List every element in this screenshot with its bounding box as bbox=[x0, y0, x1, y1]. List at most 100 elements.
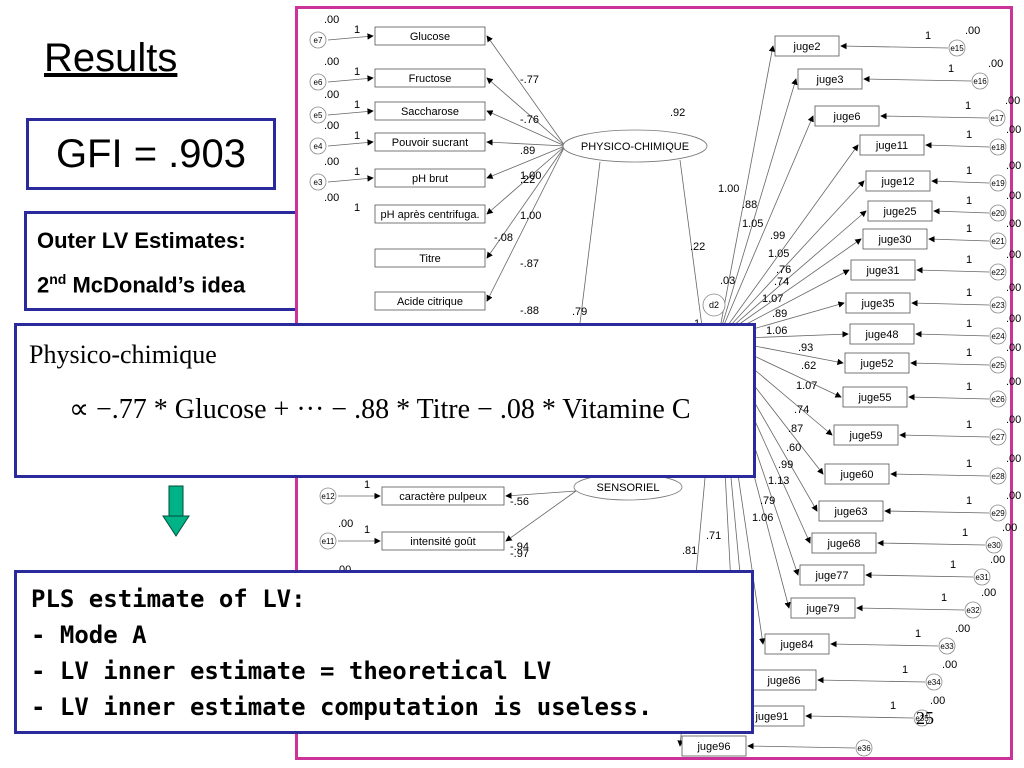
pls-line2: - Mode A bbox=[31, 621, 147, 649]
observed-variable-box bbox=[814, 105, 880, 127]
error-variance-label: .00 bbox=[1006, 218, 1021, 230]
error-weight-label: 1 bbox=[966, 495, 972, 507]
observed-variable-box bbox=[774, 35, 840, 57]
error-circle bbox=[309, 31, 327, 49]
observed-variable-box bbox=[865, 170, 931, 192]
observed-variable-label: juge60 bbox=[839, 469, 873, 481]
error-circle bbox=[989, 296, 1007, 314]
observed-variable-box bbox=[374, 101, 486, 121]
error-variance-label: .00 bbox=[1006, 124, 1021, 136]
error-variance-label: .00 bbox=[981, 587, 996, 599]
observed-variable-box bbox=[764, 633, 830, 655]
loading-line bbox=[717, 210, 867, 340]
down-arrow-icon bbox=[162, 485, 190, 537]
observed-variable-box bbox=[849, 323, 915, 345]
error-label: e27 bbox=[991, 433, 1005, 442]
error-line bbox=[908, 393, 990, 401]
error-line bbox=[880, 112, 989, 120]
loading-line bbox=[486, 35, 566, 147]
error-label: e17 bbox=[990, 114, 1004, 123]
error-label: e30 bbox=[987, 541, 1001, 550]
observed-variable-box bbox=[374, 68, 486, 88]
error-circle bbox=[989, 204, 1007, 222]
error-line bbox=[840, 42, 949, 50]
loading-coef-label: -.87 bbox=[520, 258, 539, 270]
error-label: e4 bbox=[314, 142, 323, 151]
error-label: e29 bbox=[991, 509, 1005, 518]
error-label: e16 bbox=[973, 77, 987, 86]
formula-heading: Physico-chimique bbox=[29, 340, 217, 369]
loading-coef-label: -.77 bbox=[520, 74, 539, 86]
error-weight-label: 1 bbox=[966, 195, 972, 207]
error-circle bbox=[938, 637, 956, 655]
observed-variable-label: juge55 bbox=[857, 392, 891, 404]
loading-line bbox=[717, 238, 862, 340]
loading-coef-label: .22 bbox=[520, 174, 535, 186]
error-weight-label: 1 bbox=[915, 628, 921, 640]
error-weight-label: 1 bbox=[966, 458, 972, 470]
observed-variable-label: juge84 bbox=[779, 639, 813, 651]
loading-coef-label: .89 bbox=[772, 308, 787, 320]
error-label: e22 bbox=[991, 268, 1005, 277]
error-weight-label: 1 bbox=[966, 318, 972, 330]
loading-coef-label: .74 bbox=[794, 404, 809, 416]
error-line bbox=[890, 470, 990, 478]
observed-variable-box bbox=[842, 386, 908, 408]
error-circle bbox=[309, 73, 327, 91]
loading-line bbox=[717, 115, 814, 340]
error-circle bbox=[989, 428, 1007, 446]
loading-line bbox=[717, 45, 776, 340]
loading-coef-label: .79 bbox=[760, 495, 775, 507]
observed-variable-box bbox=[374, 168, 486, 188]
observed-variable-box bbox=[844, 352, 910, 374]
loading-coef-label: -.88 bbox=[520, 305, 539, 317]
error-line bbox=[884, 507, 990, 515]
sem-diagram-svg: Glucosee7.001-.77Fructosee6.001-.76Sacch… bbox=[309, 14, 1021, 757]
loading-line bbox=[505, 490, 577, 499]
error-weight-label: 1 bbox=[966, 254, 972, 266]
path-coef-label: .22 bbox=[690, 241, 705, 253]
error-line bbox=[925, 141, 990, 149]
observed-variable-box bbox=[859, 134, 925, 156]
error-weight-label: 1 bbox=[966, 419, 972, 431]
error-line bbox=[327, 139, 374, 147]
error-line bbox=[327, 33, 374, 41]
error-circle bbox=[989, 263, 1007, 281]
formula-box: Physico-chimique ∝ −.77 * Glucose + ··· … bbox=[14, 323, 756, 478]
error-variance-label: .00 bbox=[942, 659, 957, 671]
error-circle bbox=[309, 173, 327, 191]
observed-variable-label: Glucose bbox=[410, 31, 450, 43]
loading-coef-label: 1.00 bbox=[718, 183, 739, 195]
error-weight-label: 1 bbox=[354, 24, 360, 36]
error-line bbox=[327, 175, 374, 183]
loading-coef-label: 1.07 bbox=[762, 293, 783, 305]
loading-coef-label: .93 bbox=[798, 342, 813, 354]
observed-variable-label: Titre bbox=[419, 253, 441, 265]
disturbance-label: d2 bbox=[709, 300, 719, 310]
loading-coef-label: .60 bbox=[786, 442, 801, 454]
error-circle bbox=[964, 601, 982, 619]
error-circle bbox=[319, 487, 337, 505]
observed-variable-box bbox=[681, 735, 747, 757]
observed-variable-box bbox=[381, 531, 505, 551]
error-variance-label: .00 bbox=[1006, 313, 1021, 325]
loading-coef-label: .99 bbox=[770, 230, 785, 242]
formula-expression: ∝ −.77 * Glucose + ··· − .88 * Titre − .… bbox=[69, 394, 691, 425]
error-variance-label: .00 bbox=[324, 14, 339, 26]
loading-line bbox=[486, 77, 566, 147]
error-line bbox=[327, 108, 374, 116]
error-line bbox=[863, 75, 972, 83]
observed-variable-box bbox=[862, 228, 928, 250]
error-variance-label: .00 bbox=[1006, 376, 1021, 388]
error-label: e35 bbox=[915, 714, 929, 723]
observed-variable-box bbox=[374, 291, 486, 311]
error-label: e5 bbox=[314, 111, 323, 120]
observed-variable-label: juge11 bbox=[875, 140, 908, 152]
loading-coef-label: -.56 bbox=[510, 496, 529, 508]
error-variance-label: .00 bbox=[955, 623, 970, 635]
error-variance-label: .00 bbox=[1006, 249, 1021, 261]
loading-coef-label: -.08 bbox=[494, 232, 513, 244]
error-variance-label: .00 bbox=[930, 695, 945, 707]
observed-variable-label: juge6 bbox=[833, 111, 861, 123]
error-variance-label: .00 bbox=[1006, 342, 1021, 354]
